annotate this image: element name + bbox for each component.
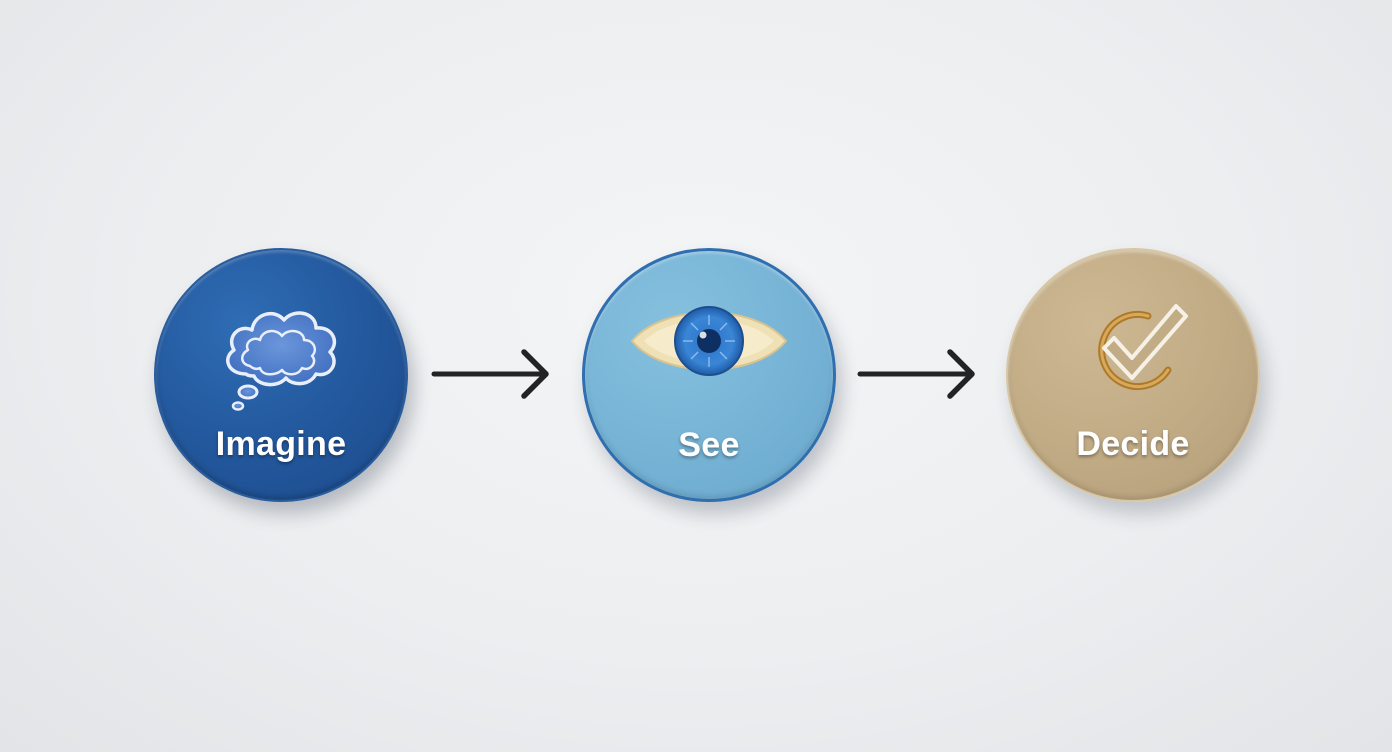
eye-icon	[630, 306, 788, 376]
step-label-see: See	[678, 426, 740, 464]
step-decide: Decide	[1006, 248, 1260, 502]
arrow-right-icon	[431, 349, 549, 399]
step-label-imagine: Imagine	[215, 425, 347, 463]
step-imagine: Imagine	[154, 248, 408, 502]
checkmark-icon	[1098, 304, 1188, 390]
step-label-decide: Decide	[1076, 425, 1190, 463]
thought-cloud-icon	[226, 311, 337, 411]
step-see: See	[582, 248, 836, 502]
arrow-right-icon	[857, 349, 975, 399]
